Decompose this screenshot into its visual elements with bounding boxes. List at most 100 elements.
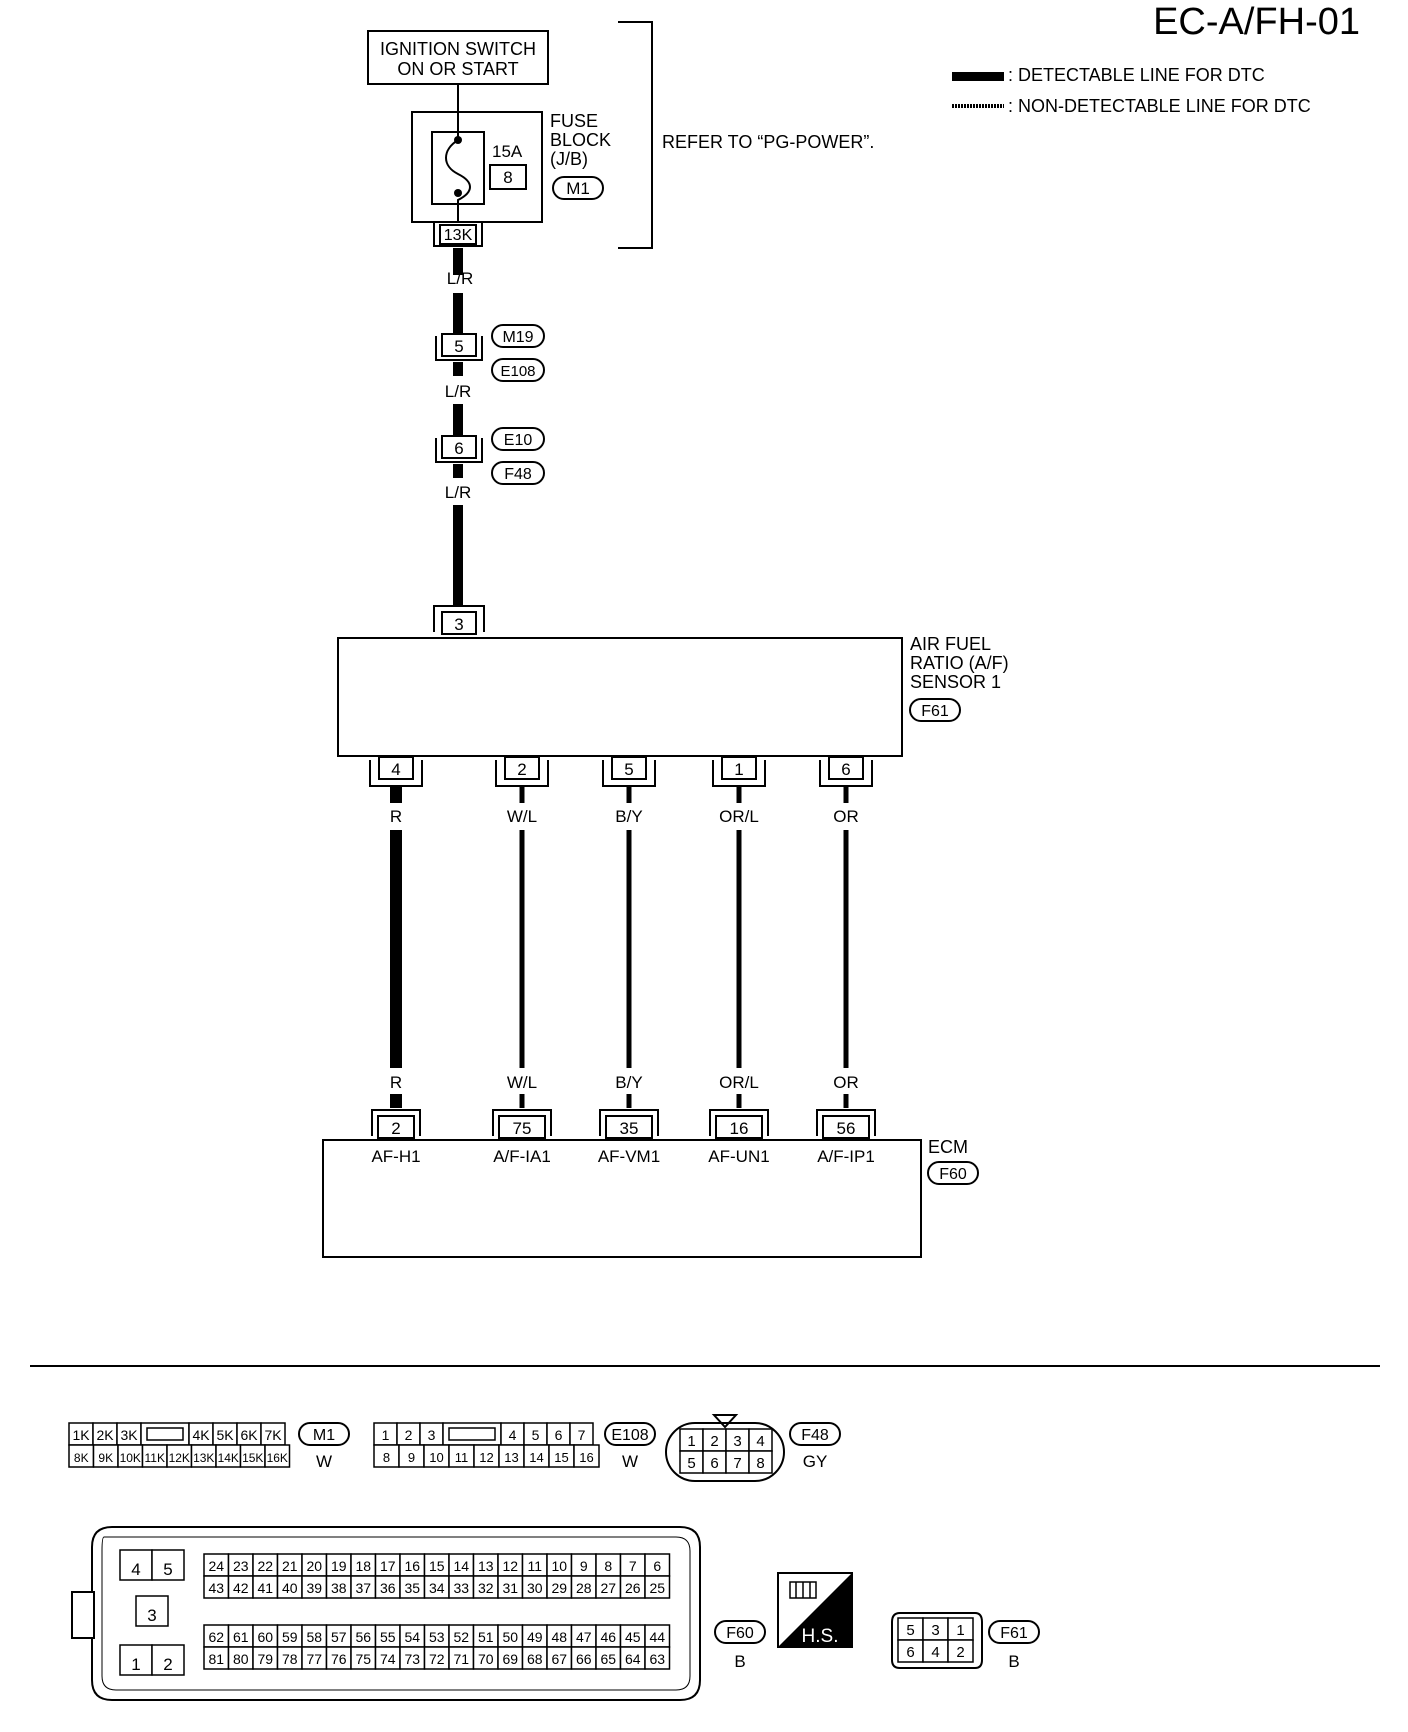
pin-number: 2 (710, 1433, 718, 1450)
f60-connector-id-badge (714, 1620, 766, 1644)
ignition-label-line2: ON OR START (397, 59, 518, 79)
wire-color-top: OR (833, 807, 859, 826)
wire-color-lr-1: L/R (447, 269, 473, 288)
pin-number: 10K (120, 1451, 141, 1465)
pin-number: 1 (687, 1433, 695, 1450)
pin-number: 31 (502, 1580, 518, 1596)
wire-color-lr-3: L/R (445, 483, 471, 502)
pin-cell (947, 1639, 974, 1663)
fuse-icon (445, 112, 471, 222)
pin-number: 15 (554, 1450, 568, 1465)
pin-number: 9 (408, 1450, 415, 1465)
pin-number: 2K (96, 1427, 114, 1443)
pin-number: 62 (208, 1629, 224, 1645)
pin-number: 4 (931, 1644, 939, 1661)
pin-number: 3 (733, 1433, 741, 1450)
pin-number: 4K (192, 1427, 210, 1443)
pin-cell (264, 1444, 291, 1468)
sensor-pin-frame (495, 760, 549, 787)
wire-segment (626, 830, 632, 1068)
svg-text:E108: E108 (500, 363, 535, 380)
ecm-pin-label: 75 (513, 1119, 532, 1138)
pin-number: 42 (233, 1580, 249, 1596)
pin-number: 66 (576, 1651, 592, 1667)
pin-number: 8K (74, 1451, 89, 1465)
m1-color: W (316, 1452, 332, 1471)
ecm-terminal-name: AF-VM1 (598, 1147, 660, 1166)
sensor-label-line2: RATIO (A/F) (910, 653, 1009, 673)
pin-number: 77 (306, 1651, 322, 1667)
ecm-pin-box (377, 1115, 415, 1139)
pin-number: 81 (208, 1651, 224, 1667)
f61-connector-id-badge (988, 1620, 1040, 1644)
pin-number: 13K (193, 1451, 214, 1465)
pin-number: 55 (380, 1629, 396, 1645)
pin-number: 6 (906, 1644, 914, 1661)
pin-number: 4 (756, 1433, 764, 1450)
pin-number: 11 (455, 1450, 469, 1465)
sensor-pin-frame (819, 760, 873, 787)
pin-cell (151, 1644, 185, 1676)
pin-number: 14 (453, 1558, 469, 1574)
pin-number: 33 (453, 1580, 469, 1596)
pin-number: 10 (429, 1450, 443, 1465)
ecm-terminal-name: AF-H1 (371, 1147, 420, 1166)
sensor-label-line1: AIR FUEL (910, 634, 991, 654)
ecm-pin-label: 35 (620, 1119, 639, 1138)
sensor-pin-frame (712, 760, 766, 787)
pin-number: 12K (169, 1451, 190, 1465)
svg-text:5: 5 (454, 337, 463, 356)
pin-number: 15K (242, 1451, 263, 1465)
svg-text:F48: F48 (504, 466, 532, 483)
fuse-block: 15A 8 FUSE BLOCK (J/B) M1 (411, 111, 611, 223)
pin-cell (748, 1450, 773, 1474)
pin-number: 12 (502, 1558, 518, 1574)
pin-number: 78 (282, 1651, 298, 1667)
pin-number: 22 (257, 1558, 273, 1574)
wire-segment (390, 830, 402, 1068)
pin-number: 12 (479, 1450, 493, 1465)
pin-number: 16 (579, 1450, 593, 1465)
pin-number: 15 (429, 1558, 445, 1574)
pin-number: 6 (653, 1558, 661, 1574)
pin-cell (644, 1575, 671, 1599)
sensor-pin-label: 1 (734, 760, 743, 779)
ecm-pin-box (822, 1115, 870, 1139)
pin-number: 41 (257, 1580, 273, 1596)
pin-number: 73 (404, 1651, 420, 1667)
pin-number: 70 (478, 1651, 494, 1667)
pin-number: 52 (453, 1629, 469, 1645)
pin-number: 3 (931, 1622, 939, 1639)
pin-number: 8 (604, 1558, 612, 1574)
pin-number: 16K (267, 1451, 288, 1465)
pin-number: 18 (355, 1558, 371, 1574)
wire-segment (626, 1094, 632, 1108)
pin-cell (573, 1444, 600, 1468)
wire-color-bottom: R (390, 1073, 402, 1092)
pin-number: 5 (532, 1427, 540, 1443)
legend: : DETECTABLE LINE FOR DTC : NON-DETECTAB… (952, 65, 1311, 116)
pin-number: 5K (216, 1427, 234, 1443)
pin-number: 6 (710, 1455, 718, 1472)
pin-cell (151, 1549, 185, 1581)
ecm-pin-frame (816, 1109, 876, 1136)
ecm-pin-frame (371, 1109, 421, 1136)
wire-color-top: W/L (507, 807, 537, 826)
wire-color-bottom: B/Y (615, 1073, 642, 1092)
pin-number: 25 (649, 1580, 665, 1596)
sensor-pin-frame (602, 760, 656, 787)
pin-number: 6K (240, 1427, 258, 1443)
wire-color-top: B/Y (615, 807, 642, 826)
pin-number: 49 (527, 1629, 543, 1645)
ecm-label: ECM (928, 1137, 968, 1157)
wire-color-bottom: OR (833, 1073, 859, 1092)
pin-number: 7 (629, 1558, 637, 1574)
f48-connector-id-badge (789, 1422, 841, 1446)
pin-blank (146, 1427, 184, 1441)
sensor-connector-id: F61 (921, 703, 949, 720)
pin-number: 72 (429, 1651, 445, 1667)
